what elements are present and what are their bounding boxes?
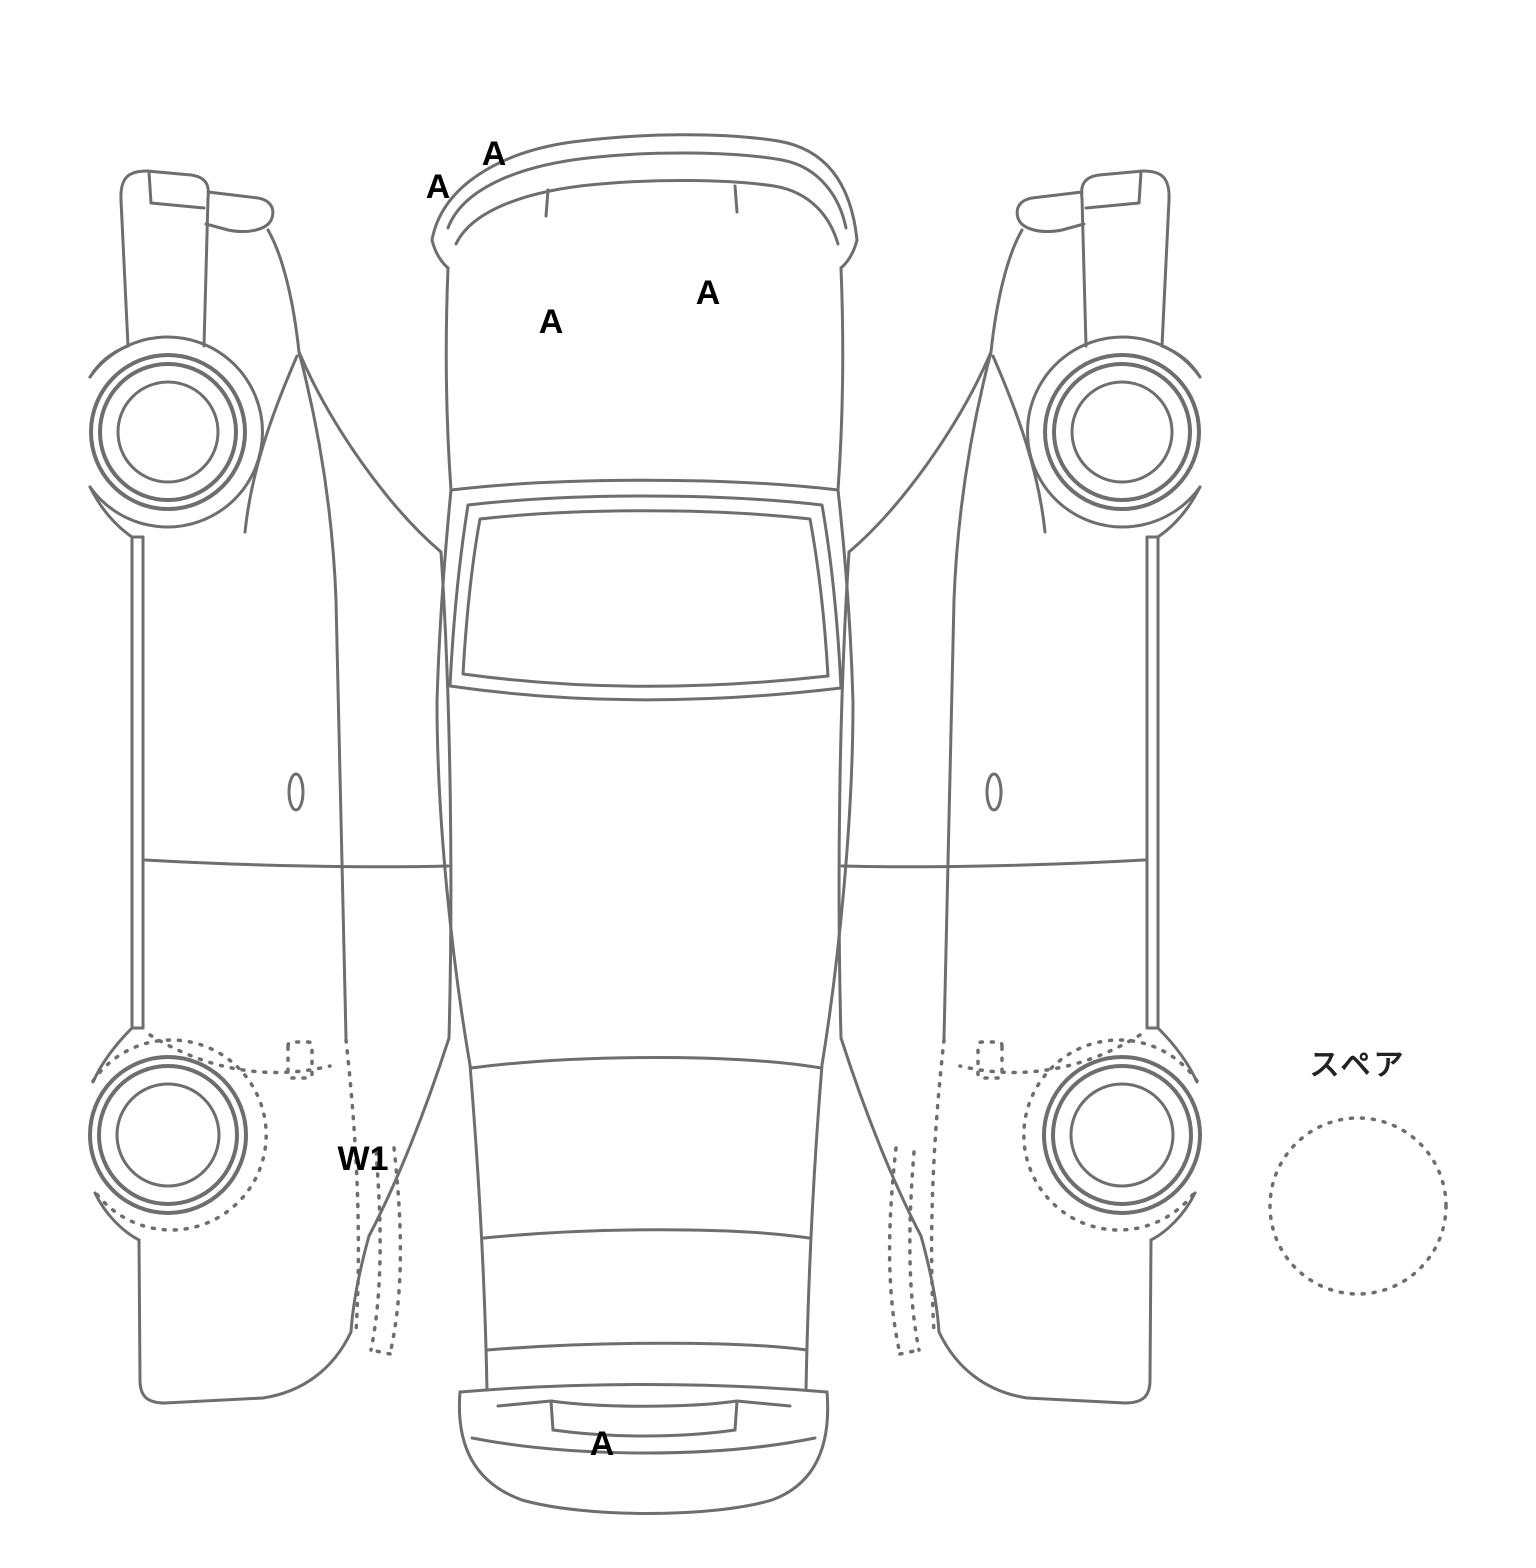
damage-marker-a: A bbox=[481, 135, 507, 173]
spare-tire-label: スペア bbox=[1309, 1049, 1407, 1082]
right-side-view bbox=[837, 169, 1202, 1405]
damage-marker-a: A bbox=[425, 168, 451, 206]
damage-marker-a: A bbox=[589, 1425, 615, 1463]
left-side-view bbox=[88, 169, 453, 1405]
damage-marker-w1: W1 bbox=[337, 1140, 389, 1178]
damage-marker-a: A bbox=[695, 274, 721, 312]
damage-marker-a: A bbox=[538, 303, 564, 341]
top-view bbox=[430, 133, 859, 1515]
spare-tire bbox=[1268, 1116, 1448, 1296]
